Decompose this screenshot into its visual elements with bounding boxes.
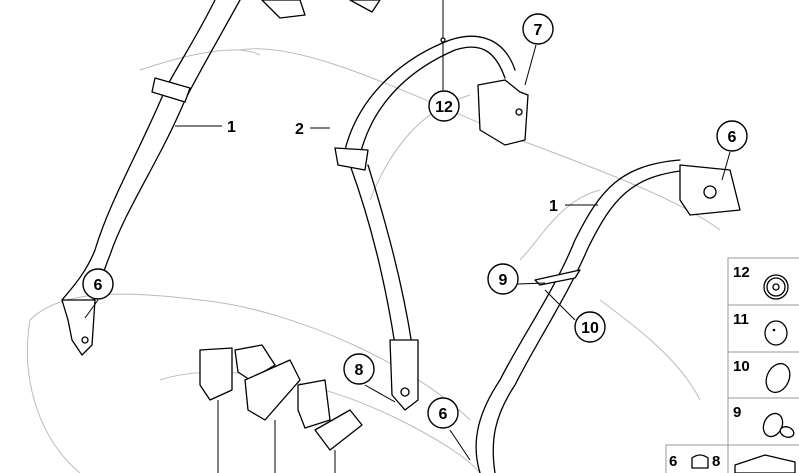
callout-belt-center-2: 2 xyxy=(295,121,304,138)
clip-icon xyxy=(762,412,795,438)
svg-text:6: 6 xyxy=(728,129,737,146)
leader-lines xyxy=(84,0,731,461)
callout-belt-left-1: 1 xyxy=(227,119,236,136)
svg-text:8: 8 xyxy=(355,362,364,379)
panel-label-6: 6 xyxy=(669,453,677,470)
grommet-icon xyxy=(763,274,789,300)
svg-text:6: 6 xyxy=(439,406,448,423)
callout-anchor-left-6: 6 xyxy=(82,268,114,300)
panel-label-9: 9 xyxy=(733,404,741,421)
panel-label-10: 10 xyxy=(733,358,750,375)
plug-icon xyxy=(764,320,788,346)
callout-retractor-7: 7 xyxy=(522,13,554,45)
plate-icon xyxy=(734,454,796,473)
belt-right xyxy=(475,159,741,473)
panel-label-8: 8 xyxy=(712,453,720,470)
callout-clip-9: 9 xyxy=(487,263,519,295)
svg-text:12: 12 xyxy=(435,99,453,116)
callout-grommet-12: 12 xyxy=(428,90,460,122)
bolt-icon xyxy=(691,454,709,469)
buckle-assembly xyxy=(199,344,363,473)
svg-text:10: 10 xyxy=(581,320,599,337)
panel-label-11: 11 xyxy=(733,311,749,328)
belt-left xyxy=(61,0,306,356)
parts-panel: 12 11 10 9 6 8 xyxy=(665,257,799,473)
panel-label-12: 12 xyxy=(733,264,750,281)
svg-text:9: 9 xyxy=(499,272,508,289)
callout-belt-right-1: 1 xyxy=(549,198,558,215)
svg-text:6: 6 xyxy=(94,277,103,294)
callout-retractor-right-6: 6 xyxy=(716,120,748,152)
belt-center xyxy=(334,0,529,411)
cap-icon xyxy=(765,362,791,394)
callout-anchor-bottom-6: 6 xyxy=(427,397,459,429)
callout-anchor-center-8: 8 xyxy=(343,353,375,385)
svg-text:7: 7 xyxy=(534,22,543,39)
seat-outline xyxy=(27,48,721,473)
callout-cap-10: 10 xyxy=(574,311,606,343)
